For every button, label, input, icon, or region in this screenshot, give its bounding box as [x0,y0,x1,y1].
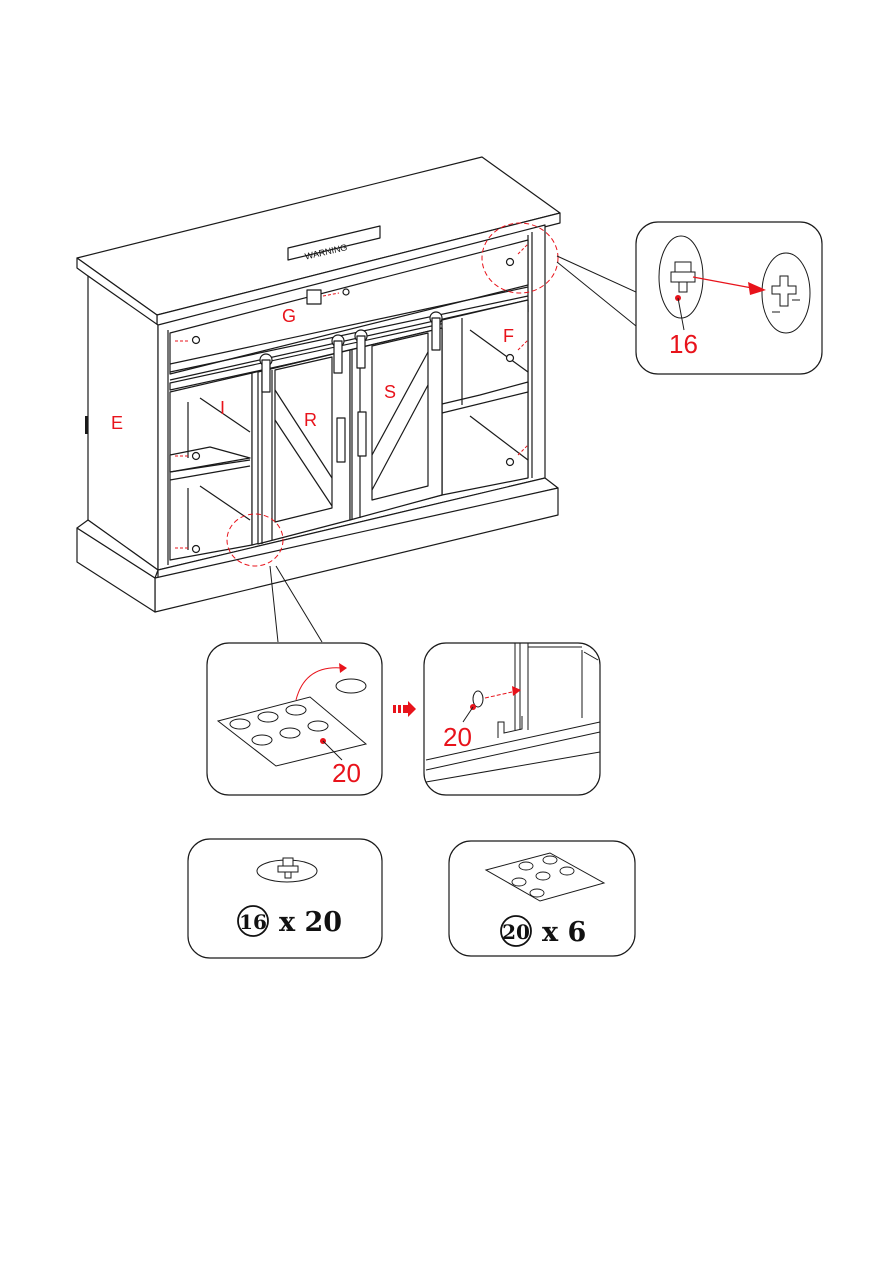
parts-box-20: 20 x 6 [449,841,635,956]
detail-box-pad-applied: 20 [424,643,600,795]
hardware-g [307,290,321,304]
door-s-handle [358,412,366,456]
door-r-handle [337,418,345,462]
label-g: G [282,306,296,326]
part-16-multiplier: x 20 [279,907,342,938]
tv-cabinet-illustration [77,157,560,612]
hole-ellipse-right [762,253,810,333]
door-hanger-1 [260,354,272,392]
detail-box-sticker-sheet: 20 [207,643,382,795]
part-20-number: 20 [502,920,530,944]
label-f: F [503,326,514,346]
callout-20-sheet: 20 [332,758,361,788]
door-hanger-4 [430,312,442,350]
part-16-number: 16 [239,910,267,934]
label-r: R [304,410,317,430]
detail-box-part-16: 16 [636,222,822,374]
label-e: E [111,413,123,433]
callout-20-detail: 20 [443,722,472,752]
callout-16: 16 [669,329,698,359]
door-hanger-2 [332,335,344,373]
parts-box-16: 16 x 20 [188,839,382,958]
side-panel-handle-mark [85,416,88,434]
label-i: I [220,398,225,418]
door-hanger-3 [355,330,367,368]
label-s: S [384,382,396,402]
barn-door-r-window [275,357,332,522]
step-arrow-icon [393,701,416,717]
peeled-pad [336,679,366,693]
part-20-multiplier: x 6 [542,917,586,948]
